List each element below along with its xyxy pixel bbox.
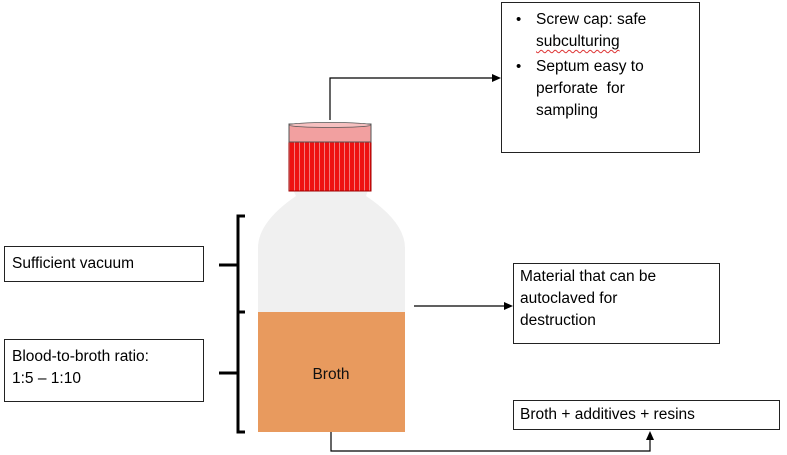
bracket-brace	[236, 214, 245, 434]
screw-cap	[288, 140, 372, 192]
ratio-text: Blood-to-broth ratio:	[12, 348, 149, 365]
cap-arrow-head	[492, 74, 501, 82]
cap-features-box: Screw cap: safe subculturing Septum easy…	[501, 2, 700, 153]
vacuum-box: Sufficient vacuum	[4, 246, 204, 282]
cap-features-list: Screw cap: safe subculturing Septum easy…	[508, 9, 693, 122]
material-text: autoclaved for	[520, 290, 618, 307]
bullet-screw-cap: Screw cap: safe subculturing	[508, 9, 693, 53]
bullet-text: subculturing	[536, 33, 620, 50]
material-text: destruction	[520, 312, 596, 329]
ratio-box: Blood-to-broth ratio: 1:5 – 1:10	[4, 339, 204, 402]
bullet-septum: Septum easy to perforate for sampling	[508, 56, 693, 122]
additives-arrow-head	[646, 431, 654, 440]
bottle-body	[258, 190, 405, 312]
bullet-text: Screw cap: safe	[536, 11, 647, 28]
bullet-text: perforate for	[536, 80, 625, 97]
broth-label: Broth	[312, 366, 349, 383]
additives-text: Broth + additives + resins	[520, 406, 695, 423]
septum-rim	[288, 122, 372, 128]
additives-arrow-line	[330, 432, 651, 452]
material-box: Material that can be autoclaved for dest…	[513, 263, 720, 344]
additives-box: Broth + additives + resins	[513, 400, 780, 430]
ratio-text: 1:5 – 1:10	[12, 370, 81, 387]
bullet-text: Septum easy to	[536, 58, 644, 75]
cap-arrow-line	[329, 77, 492, 120]
bullet-text: sampling	[536, 102, 599, 119]
vacuum-text: Sufficient vacuum	[12, 255, 135, 272]
material-text: Material that can be	[520, 268, 657, 285]
broth-fill	[258, 312, 405, 432]
material-arrow-head	[504, 302, 513, 310]
